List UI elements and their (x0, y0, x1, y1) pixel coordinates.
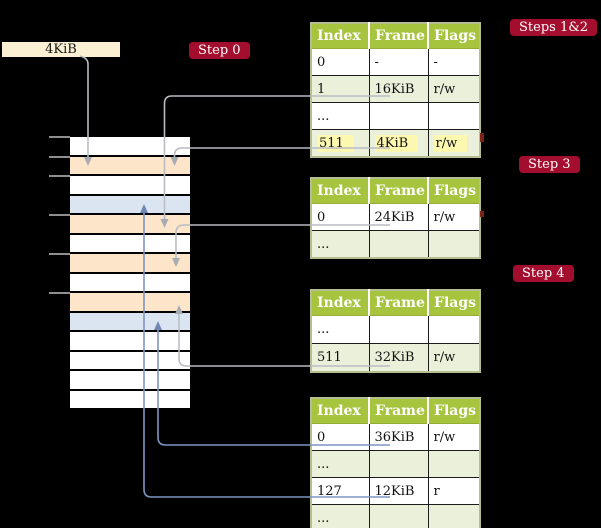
memory-tick (49, 155, 70, 158)
highlighted-value: 511 (317, 134, 354, 152)
column-header-index: Index (311, 178, 370, 204)
column-header-index: Index (311, 398, 370, 424)
memory-row-white (70, 273, 190, 293)
table-row: ... (310, 315, 481, 344)
memory-tick (49, 214, 70, 216)
table-cell (368, 102, 429, 130)
column-header-index: Index (311, 290, 370, 316)
memory-row-white (70, 390, 190, 410)
table-cell: 0 (310, 203, 370, 231)
page-size-label: 4KiB (2, 42, 120, 57)
clipped-red-marker (480, 211, 484, 217)
table-cell: 12KiB (368, 477, 429, 505)
table-cell: r/w (427, 203, 481, 231)
step-4-badge: Step 4 (513, 265, 574, 282)
table-cell: 127 (310, 477, 370, 505)
memory-row-white (70, 137, 190, 157)
table-cell: 16KiB (368, 75, 429, 103)
table-cell: r/w (427, 129, 481, 158)
highlighted-value: r/w (433, 134, 468, 152)
memory-row-white (70, 332, 190, 352)
table-cell: r (427, 477, 481, 505)
table-cell (368, 504, 429, 528)
column-header-index: Index (311, 23, 370, 49)
memory-row-white (70, 234, 190, 254)
memory-row-orange (70, 293, 190, 313)
table-cell: ... (310, 102, 370, 130)
memory-row-white (70, 176, 190, 196)
table-cell (368, 315, 429, 344)
table-cell (427, 230, 481, 259)
table-cell: 511 (310, 129, 370, 158)
memory-row-orange (70, 254, 190, 274)
clipped-red-marker (480, 133, 484, 142)
table-cell: - (427, 48, 481, 76)
memory-tick (49, 136, 70, 138)
table-cell: ... (310, 230, 370, 259)
table-row: ... (310, 230, 481, 259)
memory-row-orange (70, 156, 190, 176)
table-cell: 511 (310, 343, 370, 373)
column-header-flags: Flags (428, 290, 481, 316)
memory-row-blue (70, 195, 190, 215)
table-cell: r/w (427, 343, 481, 373)
memory-row-white (70, 351, 190, 371)
step-3-badge: Step 3 (519, 156, 580, 173)
memory-tick (49, 292, 70, 294)
memory-row-orange (70, 215, 190, 235)
memory-tick (49, 253, 70, 255)
table-cell: r/w (427, 75, 481, 103)
table-row: 511 4KiB r/w (310, 129, 481, 158)
table-row: 0-- (310, 48, 481, 76)
table-cell: 36KiB (368, 423, 429, 451)
memory-tick (49, 175, 70, 177)
table-cell (427, 504, 481, 528)
table-row: ... (310, 504, 481, 528)
column-header-flags: Flags (428, 398, 481, 424)
column-header-flags: Flags (428, 178, 481, 204)
table-row: ... (310, 450, 481, 478)
memory-row-white (70, 371, 190, 391)
column-header-flags: Flags (428, 23, 481, 49)
table-cell: 1 (310, 75, 370, 103)
table-cell (427, 450, 481, 478)
steps-1-2-badge: Steps 1&2 (510, 19, 598, 36)
table-cell: 4KiB (368, 129, 429, 158)
table-cell: 0 (310, 48, 370, 76)
column-header-frame: Frame (369, 290, 429, 316)
memory-row-blue (70, 312, 190, 332)
table-cell: 32KiB (368, 343, 429, 373)
table-cell (427, 315, 481, 344)
table-cell: ... (310, 315, 370, 344)
column-header-frame: Frame (369, 178, 429, 204)
table-cell (427, 102, 481, 130)
table-cell: 24KiB (368, 203, 429, 231)
table-row: ... (310, 102, 481, 130)
highlighted-value: 4KiB (374, 134, 419, 152)
table-cell (368, 230, 429, 259)
column-header-frame: Frame (369, 398, 429, 424)
physical-memory-strip (70, 137, 190, 410)
step-0-badge: Step 0 (189, 42, 250, 59)
column-header-frame: Frame (369, 23, 429, 49)
table-cell: ... (310, 450, 370, 478)
table-cell: - (368, 48, 429, 76)
table-cell (368, 450, 429, 478)
table-cell: r/w (427, 423, 481, 451)
table-cell: 0 (310, 423, 370, 451)
table-cell: ... (310, 504, 370, 528)
